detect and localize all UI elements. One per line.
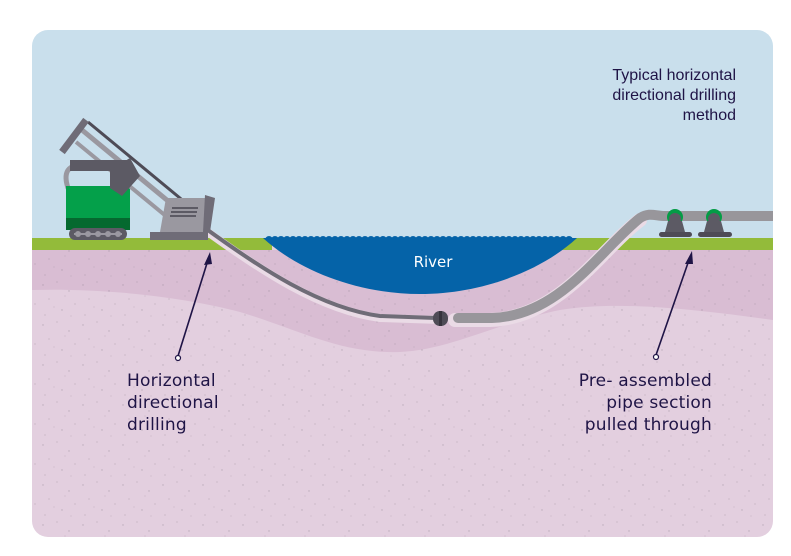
hdd-label: Horizontal directional drilling xyxy=(127,371,219,435)
arrow-icon-pipe xyxy=(652,251,693,361)
soil-texture xyxy=(32,250,773,537)
pipe-section-label: Pre- assembled pipe section pulled throu… xyxy=(578,371,712,435)
river xyxy=(263,238,577,294)
grass-right xyxy=(560,238,773,250)
river-waves xyxy=(265,236,573,239)
pipe-roller-1 xyxy=(659,209,692,237)
reamer-ring xyxy=(439,311,442,326)
pipe-roller-2 xyxy=(698,209,732,237)
drill-string xyxy=(203,226,438,320)
grass-left xyxy=(32,238,272,250)
diagram-title: Typical horizontal directional drilling … xyxy=(612,67,736,124)
river-label: River xyxy=(413,253,453,271)
sky xyxy=(32,30,773,240)
drilling-rig-icon xyxy=(59,117,215,240)
product-pipe xyxy=(453,209,773,323)
arrow-icon-hdd xyxy=(174,252,212,362)
